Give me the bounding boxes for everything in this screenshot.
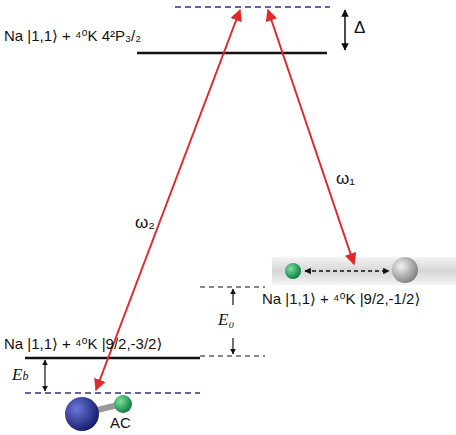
frequency-label: ω₂ [135,214,155,232]
k-atom [114,395,132,413]
state-label: Na |1,1⟩ + ⁴⁰K |9/2,-3/2⟩ [4,335,162,353]
energy-label: Eb [12,366,28,385]
k-atom [285,263,301,279]
binding-arrow [44,360,45,391]
detuning-arrow [344,10,346,50]
energy-label: E₀ [218,311,234,329]
virtual-level [175,6,330,8]
laser-arrow [96,10,240,390]
detuning-label: Δ [354,19,365,37]
frequency-label: ω₁ [336,170,355,188]
energy-marker [200,356,265,357]
na-atom [392,257,418,283]
e0-arrow [232,289,233,305]
state-label: Na |1,1⟩ + ⁴⁰K |9/2,-1/2⟩ [262,290,420,308]
state-label: Na |1,1⟩ + ⁴⁰K 4²P₃/₂ [4,27,141,45]
molecular-level [25,392,200,394]
scattering-arrow [305,270,389,271]
laser-arrow [268,10,354,264]
molecule-label: AC [110,414,131,432]
ground-level [25,357,200,360]
energy-marker [200,287,265,288]
na-atom [65,397,99,431]
e0-arrow [232,338,233,354]
continuum-band [272,257,456,285]
excited-level [137,52,327,55]
